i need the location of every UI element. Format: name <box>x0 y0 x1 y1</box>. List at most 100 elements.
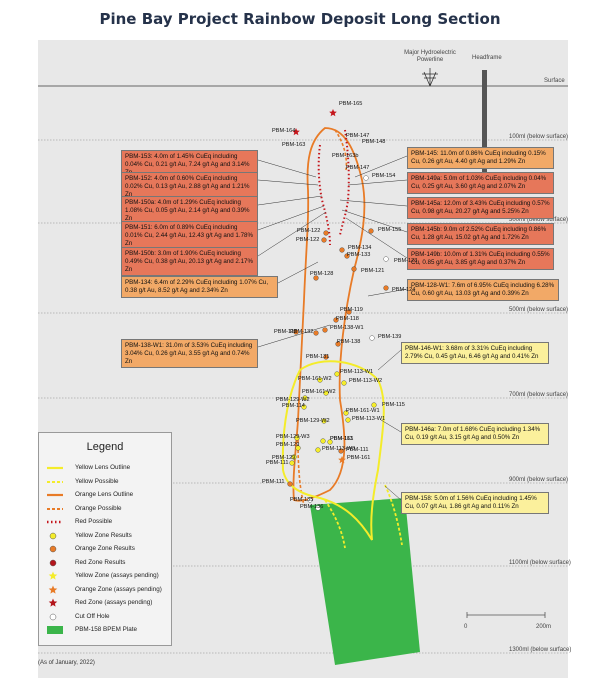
legend-label-3: Orange Possible <box>75 504 122 512</box>
hole-pbm-111-42-label: PBM-111 <box>266 460 289 466</box>
note-pbm-145b: PBM-145b: 9.0m of 2.52% CuEq including 0… <box>407 223 554 245</box>
drill-hole-markers <box>287 109 389 511</box>
hole-pbm-119-17-label: PBM-119 <box>340 307 363 313</box>
hole-pbm-163-3-label: PBM-163 <box>282 142 306 148</box>
depth-label-300: 300ml (below surface) <box>509 217 569 223</box>
hole-pbm-128-15-marker <box>313 275 319 281</box>
hole-pbm-139-22-label: PBM-139 <box>378 334 402 340</box>
legend-label-7: Red Zone Results <box>75 558 126 566</box>
legend-item-11: Cut Off Hole <box>45 612 171 622</box>
legend-label-2: Orange Lens Outline <box>75 491 134 498</box>
hole-pbm-123-13-marker <box>383 256 389 262</box>
hole-pbm-136-46-label: PBM-136 <box>300 504 324 510</box>
depth-label-900: 900ml (below surface) <box>509 477 569 483</box>
legend-symbol-rcirc <box>49 559 57 566</box>
hole-pbm-122-10-label: PBM-122 <box>296 237 320 243</box>
legend-symbol-rdot <box>47 520 63 524</box>
hole-pbm-129-40-marker <box>291 454 297 460</box>
note-pbm-150b: PBM-150b: 3.0m of 1.90% CuEq including 0… <box>121 247 258 277</box>
hole-pbm-113-w1-25-label: PBM-113-W1 <box>340 369 374 375</box>
hole-pbm-118-18-marker <box>333 317 339 323</box>
yellow-possible-line <box>384 484 403 546</box>
note-pbm-149b: PBM-149b: 10.0m of 1.31% CuEq including … <box>407 248 554 270</box>
legend-label-1: Yellow Possible <box>75 477 119 485</box>
hole-pbm-112-19-marker <box>293 329 299 335</box>
hole-pbm-161-36-label: PBM-161 <box>330 436 354 442</box>
hole-pbm-164-1-star <box>292 128 300 136</box>
note-pbm-145a: PBM-145a: 12.0m of 3.43% CuEq including … <box>407 197 554 219</box>
hole-pbm-138-w1-21-label: PBM-138-W1 <box>330 325 364 331</box>
hole-pbm-161-w1-32-label: PBM-161-W1 <box>346 408 380 414</box>
legend-symbol-wcirc <box>49 613 57 620</box>
hole-pbm-161-w2-26-label: PBM-161-W2 <box>298 376 332 382</box>
hole-pbm-155-8-label: PBM-155 <box>378 227 402 233</box>
legend-item-5: Yellow Zone Results <box>45 531 171 541</box>
note-pbm-146a: PBM-146a: 7.0m of 1.68% CuEq including 1… <box>401 423 549 445</box>
depth-label-1100: 1100ml (below surface) <box>509 560 571 566</box>
legend-label-12: PBM-158 BPEM Plate <box>75 626 137 633</box>
hole-pbm-111-41-label: PBM-111 <box>346 447 369 453</box>
as-of-date: (As of January, 2022) <box>38 660 95 666</box>
scale-start-label: 0 <box>464 624 468 630</box>
hole-pbm-135-45-marker <box>307 497 313 503</box>
legend-item-2: Orange Lens Outline <box>45 490 171 500</box>
hole-pbm-114-30-marker <box>301 404 307 410</box>
legend-item-12: PBM-158 BPEM Plate <box>45 625 171 635</box>
hole-pbm-118-18-label: PBM-118 <box>336 316 359 322</box>
hole-pbm-129-w3-37-label: PBM-129-W3 <box>276 434 310 440</box>
hole-pbm-154-7-marker <box>363 175 369 181</box>
hole-pbm-111-42-marker <box>289 460 295 466</box>
hole-pbm-133-12-label: PBM-133 <box>347 252 371 258</box>
hole-pbm-115-31-label: PBM-115 <box>382 402 405 408</box>
legend-symbol-odash <box>47 507 63 510</box>
hole-pbm-148-4-label: PBM-148 <box>362 139 386 145</box>
hole-pbm-113-w1-34-marker <box>345 417 351 423</box>
legend-symbol-ocirc <box>49 545 57 553</box>
legend-symbol-plate <box>47 626 63 634</box>
hole-pbm-114-30-label: PBM-114 <box>282 403 305 409</box>
note-pbm-128-w1: PBM-128-W1: 7.6m of 6.95% CuEq including… <box>407 279 559 301</box>
hole-pbm-135-45-label: PBM-135 <box>290 497 314 503</box>
legend-label-10: Red Zone (assays pending) <box>75 599 153 606</box>
hole-pbm-122-9-label: PBM-122 <box>297 228 321 234</box>
hole-pbm-132-20-label: PBM-132 <box>290 329 314 335</box>
hole-pbm-115-31-marker <box>371 402 377 408</box>
hole-pbm-122-9-marker <box>323 230 329 236</box>
yellow-possible-line-2 <box>324 499 346 549</box>
page-title: Pine Bay Project Rainbow Deposit Long Se… <box>99 10 501 28</box>
hole-pbm-134-11-label: PBM-134 <box>348 245 372 251</box>
hole-pbm-129-40-label: PBM-129 <box>272 455 296 461</box>
legend-symbol-ostar <box>48 585 58 594</box>
note-pbm-149a: PBM-149a: 5.0m of 1.03% CuEq including 0… <box>407 172 554 194</box>
headframe-shaft <box>482 70 487 178</box>
note-pbm-138-w1: PBM-138-W1: 31.0m of 3.53% CuEq includin… <box>121 339 258 369</box>
hole-pbm-161-w2-26-marker <box>317 377 323 383</box>
legend-label-4: Red Possible <box>75 518 113 525</box>
headframe-label: Headframe <box>472 55 502 61</box>
hole-pbm-129-38-marker <box>295 445 301 451</box>
callout-leader-lines <box>257 155 408 501</box>
hole-pbm-165-0-label: PBM-165 <box>339 101 363 107</box>
hole-pbm-129-w2-29-label: PBM-129-W2 <box>276 397 310 403</box>
legend-item-0: Yellow Lens Outline <box>45 463 171 473</box>
hole-pbm-124-16-marker <box>383 285 389 291</box>
depth-label-1300: 1300ml (below surface) <box>509 647 572 653</box>
depth-label-100: 100ml (below surface) <box>509 134 569 140</box>
hole-pbm-121-14-marker <box>351 266 357 272</box>
legend-label-6: Orange Zone Results <box>75 545 135 552</box>
hole-pbm-161-43-label: PBM-161 <box>347 455 371 461</box>
note-pbm-146-w1: PBM-146-W1: 3.68m of 3.31% CuEq includin… <box>401 342 549 364</box>
hole-pbm-164-1-label: PBM-164 <box>272 128 296 134</box>
legend-item-9: Orange Zone (assays pending) <box>45 585 171 595</box>
hole-pbm-128-15-label: PBM-128 <box>310 271 334 277</box>
hole-pbm-147-6-label: PBM-147 <box>346 165 370 171</box>
hole-pbm-161-36-marker <box>320 438 326 444</box>
hole-pbm-129-w2-29-marker <box>302 395 308 401</box>
hole-pbm-122-10-marker <box>321 237 327 243</box>
hole-pbm-123-13-label: PBM-123 <box>394 258 418 264</box>
hole-pbm-163b-5-label: PBM-163b <box>332 153 359 159</box>
legend-symbol-ystar <box>48 571 58 580</box>
legend-item-7: Red Zone Results <box>45 558 171 568</box>
hole-pbm-111-41-marker <box>338 448 344 454</box>
